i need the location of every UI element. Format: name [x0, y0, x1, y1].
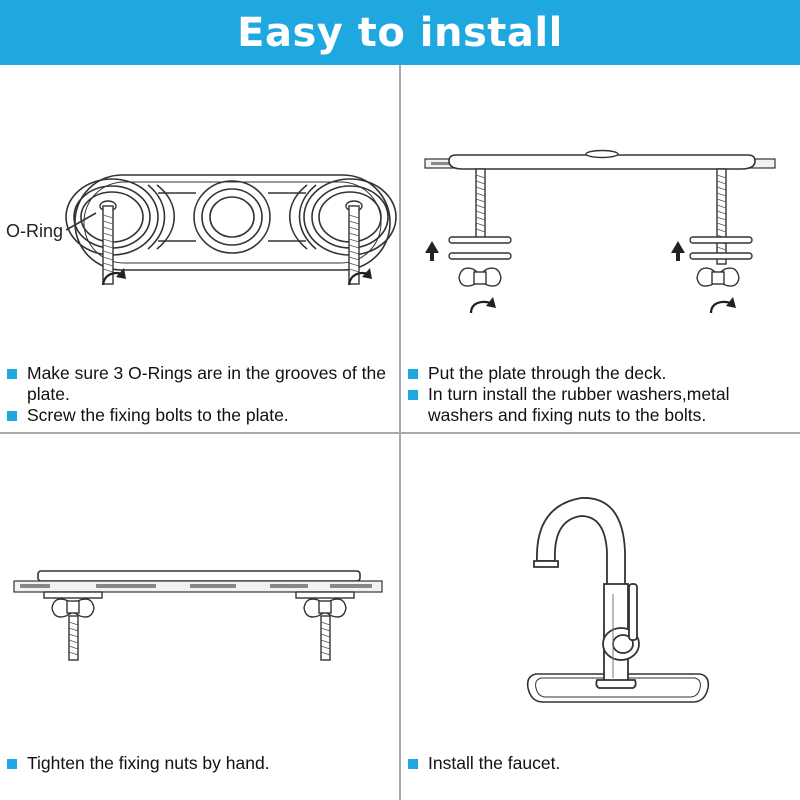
bullet-square-icon — [408, 369, 418, 379]
o-ring-callout: O-Ring — [6, 221, 64, 241]
page-title: Easy to install — [237, 9, 563, 56]
tighten-nuts-illustration — [13, 570, 383, 661]
instruction-item: Make sure 3 O-Rings are in the grooves o… — [7, 363, 387, 405]
installed-faucet-illustration — [526, 497, 710, 703]
step-panel-2: Put the plate through the deck. In turn … — [401, 65, 800, 432]
plate-with-orings-illustration — [65, 174, 397, 286]
step-panel-4: Install the faucet. — [401, 434, 800, 800]
step-3-instructions: Tighten the fixing nuts by hand. — [7, 753, 392, 774]
step-2-instructions: Put the plate through the deck. In turn … — [408, 363, 793, 426]
instruction-item: Put the plate through the deck. — [408, 363, 793, 384]
instruction-item: Tighten the fixing nuts by hand. — [7, 753, 392, 774]
instruction-item: Install the faucet. — [408, 753, 793, 774]
bullet-square-icon — [7, 759, 17, 769]
header-banner: Easy to install — [0, 0, 800, 65]
bullet-square-icon — [7, 411, 17, 421]
step-panel-1: O-Ring Make sure 3 O-Rings are in the gr… — [0, 65, 399, 432]
step-4-instructions: Install the faucet. — [408, 753, 793, 774]
step-1-instructions: Make sure 3 O-Rings are in the grooves o… — [7, 363, 387, 426]
instruction-item: In turn install the rubber washers,metal… — [408, 384, 793, 426]
horizontal-divider — [0, 432, 800, 434]
step-panel-3: Tighten the fixing nuts by hand. — [0, 434, 399, 800]
bullet-square-icon — [408, 390, 418, 400]
bullet-square-icon — [7, 369, 17, 379]
instruction-item: Screw the fixing bolts to the plate. — [7, 405, 387, 426]
plate-through-deck-illustration — [424, 149, 776, 314]
bullet-square-icon — [408, 759, 418, 769]
